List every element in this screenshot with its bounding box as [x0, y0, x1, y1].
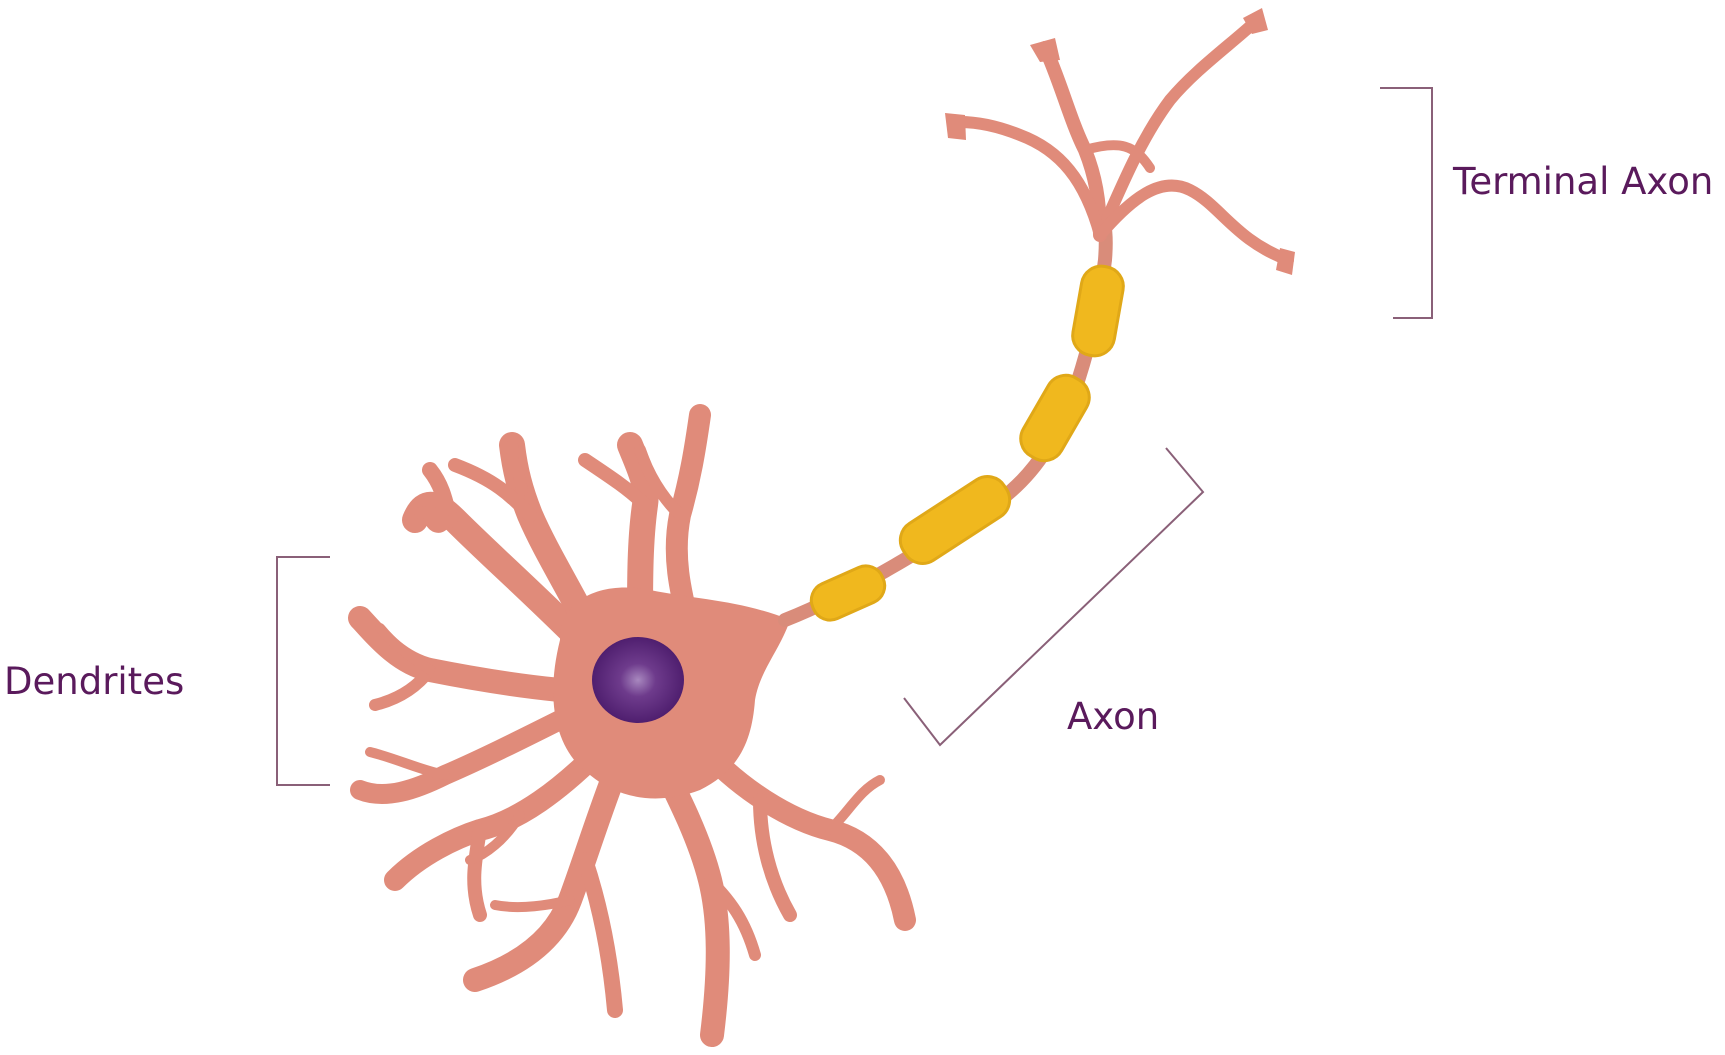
terminal-axon-bracket	[1380, 87, 1433, 319]
terminal-branch	[954, 116, 1106, 241]
dendrite-branch	[369, 664, 436, 711]
axon-bracket	[903, 447, 1205, 747]
dendrite-branch	[753, 793, 797, 922]
dendrites-bracket	[276, 556, 330, 786]
dendrite-branch	[414, 506, 450, 533]
myelin-sheath	[1071, 264, 1125, 358]
dendrite-branch	[490, 895, 575, 913]
dendrite-branch	[634, 444, 686, 521]
dendrite-branch	[375, 623, 435, 675]
dendrites-label: Dendrites	[4, 660, 185, 703]
terminal-knobs	[945, 8, 1295, 275]
terminal-knob	[945, 113, 966, 140]
myelin-sheaths	[809, 264, 1125, 622]
terminal-knob	[1243, 8, 1268, 34]
axon	[778, 208, 1125, 627]
dendrite-branch	[448, 458, 537, 522]
terminal-knob	[1276, 248, 1295, 275]
dendrite-branch	[689, 734, 916, 931]
terminal-branch	[1094, 16, 1261, 241]
dendrite-branch	[577, 852, 623, 1018]
dendrite-branch	[348, 606, 572, 702]
terminal-branch	[1094, 179, 1294, 266]
dendrite-branch	[422, 462, 458, 528]
terminal-knob	[1030, 38, 1060, 62]
dendrite-branch	[467, 823, 487, 922]
dendrites	[348, 404, 916, 1047]
dendrite-branch	[465, 810, 525, 865]
dendrite-branch	[578, 453, 652, 512]
myelin-sheath	[898, 475, 1012, 565]
myelin-sheath	[809, 564, 887, 622]
myelin-sheath	[1019, 373, 1091, 463]
dendrite-branch	[402, 491, 593, 653]
dendrite-branch	[704, 874, 761, 961]
terminal-axon-label: Terminal Axon	[1453, 160, 1714, 203]
terminal-axon	[945, 8, 1295, 275]
axon-label: Axon	[1067, 695, 1160, 738]
nucleus	[592, 637, 684, 723]
dendrite-branch	[825, 775, 885, 835]
dendrite-branch	[506, 439, 528, 496]
dendrite-branch	[365, 747, 450, 780]
dendrite-branch	[648, 748, 730, 1047]
terminal-branch	[1080, 140, 1155, 173]
